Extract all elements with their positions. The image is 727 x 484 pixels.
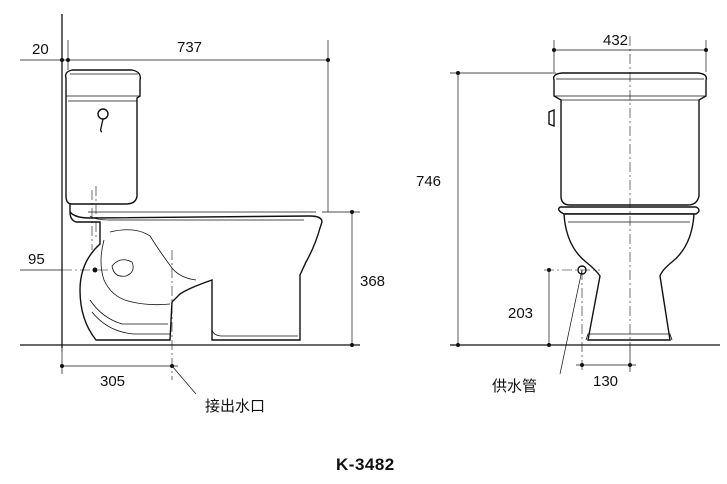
label-outlet: 接出水口 xyxy=(205,397,265,415)
dim-supply-height: 203 xyxy=(508,305,533,322)
bowl-side xyxy=(69,204,323,341)
front-view: 432 746 203 130 供水管 xyxy=(416,32,720,395)
dim-overall-height: 746 xyxy=(416,173,441,190)
flush-lever-front-icon xyxy=(548,108,555,128)
bowl-front xyxy=(563,213,695,341)
dim-supply-height-left: 95 xyxy=(28,251,45,268)
tank-side xyxy=(64,69,142,205)
dim-seat-height: 368 xyxy=(360,273,385,290)
label-supply-pipe: 供水管 xyxy=(492,377,537,395)
flush-lever-icon xyxy=(97,108,109,133)
model-number: K-3482 xyxy=(336,455,395,474)
dim-supply-offset: 130 xyxy=(593,373,618,390)
dim-rough-in: 305 xyxy=(100,373,125,390)
side-view: 20 737 95 368 305 接出水口 xyxy=(20,14,385,415)
dim-overall-depth: 737 xyxy=(177,39,202,56)
dim-tank-width: 432 xyxy=(603,32,628,49)
dim-top-offset: 20 xyxy=(32,41,49,58)
